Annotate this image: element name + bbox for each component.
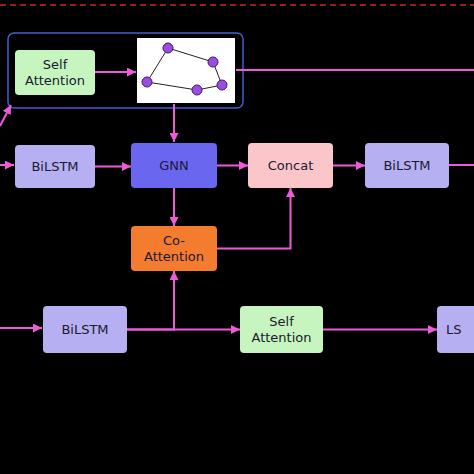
attention-box: Self Attention bbox=[240, 306, 323, 353]
dashed-border bbox=[0, 4, 474, 6]
concat-box: Concat bbox=[248, 143, 333, 188]
node-label: Self Attention bbox=[19, 57, 91, 89]
node-label: GNN bbox=[159, 158, 189, 174]
layout-wires bbox=[0, 70, 474, 328]
flow-arrow bbox=[127, 271, 174, 330]
flow-arrow bbox=[333, 165, 365, 167]
lstm-box: BiLSTM bbox=[15, 145, 95, 188]
attention-box: Self Attention bbox=[15, 50, 95, 95]
graph-illustration bbox=[137, 38, 235, 103]
flow-arrow bbox=[323, 329, 437, 331]
node-label: Self Attention bbox=[244, 314, 319, 346]
coattention-box: Co- Attention bbox=[131, 226, 217, 271]
flow-arrow bbox=[127, 329, 240, 331]
lstm-box: BiLSTM bbox=[365, 143, 449, 188]
gnn-box: GNN bbox=[131, 143, 217, 188]
flow-arrow bbox=[173, 188, 175, 226]
flow-arrow bbox=[217, 188, 291, 249]
node-label: BiLSTM bbox=[383, 158, 430, 174]
graph-vertices bbox=[142, 43, 227, 95]
node-label: Concat bbox=[268, 158, 313, 174]
graph-edges bbox=[147, 48, 222, 90]
node-label: Co- Attention bbox=[135, 233, 213, 265]
node-label: BiLSTM bbox=[61, 322, 108, 338]
node-label: LS bbox=[446, 322, 462, 338]
group-outline bbox=[8, 33, 243, 108]
flow-arrow bbox=[95, 166, 131, 168]
lstm-box: BiLSTM bbox=[43, 306, 127, 353]
flow-arrow bbox=[217, 165, 248, 167]
node-label: BiLSTM bbox=[31, 159, 78, 175]
lstm-box: LS bbox=[437, 306, 474, 353]
